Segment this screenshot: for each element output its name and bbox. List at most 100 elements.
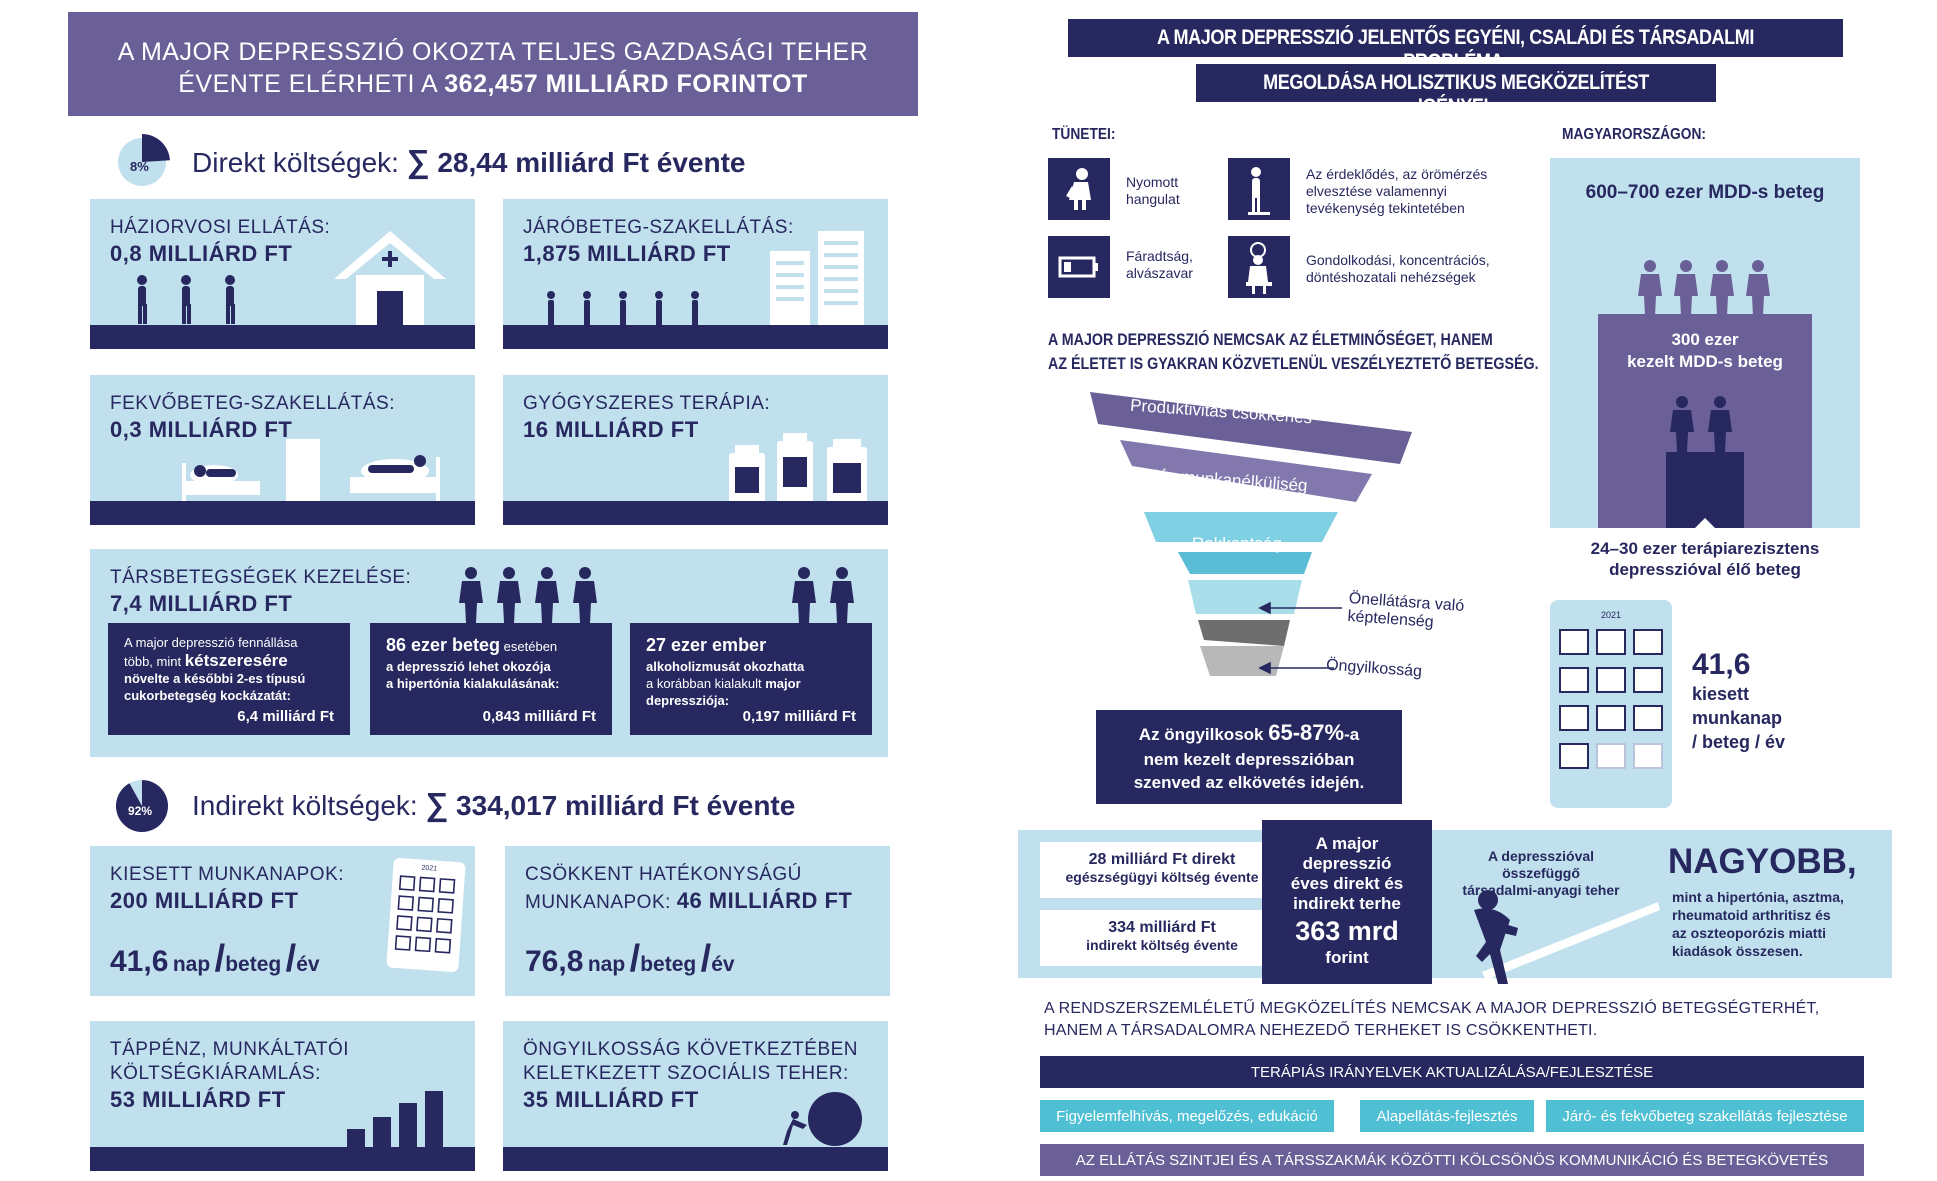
systemic-line2: HANEM A TÁRSADALOMRA NEHEZEDŐ TERHEKET I… xyxy=(1044,1022,1598,1039)
four-people-icon xyxy=(459,567,597,623)
low-battery-icon xyxy=(1048,236,1110,298)
card-title: FEKVŐBETEG-SZAKELLÁTÁS: xyxy=(110,393,395,414)
hospital-buildings-icon xyxy=(770,231,864,325)
symptom-line: Fáradtság, xyxy=(1126,248,1193,264)
comparison-line: rheumatoid arthritisz és xyxy=(1672,907,1831,923)
queue-people-icon xyxy=(547,291,699,326)
days-number: 76,8 xyxy=(525,945,584,978)
calendar-card: 2021 xyxy=(1550,600,1672,808)
funnel-layer xyxy=(1178,552,1312,574)
walking-people-icon xyxy=(137,275,235,324)
seesaw-person-icon xyxy=(1474,890,1660,984)
total-burden-box: A major depresszió éves direkt és indire… xyxy=(1262,820,1432,984)
box-amount: 0,843 milliárd Ft xyxy=(482,708,596,725)
systemic-line1: A RENDSZERSZEMLÉLETŰ MEGKÖZELÍTÉS NEMCSA… xyxy=(1044,1000,1820,1017)
inpatient-card: FEKVŐBETEG-SZAKELLÁTÁS: 0,3 MILLIÁRD FT xyxy=(90,375,475,525)
symptom-line: döntéshozatali nehézségek xyxy=(1306,269,1476,285)
box-text: növelte a későbbi 2-es típusú xyxy=(124,671,306,686)
symptom-text: Az érdeklődés, az örömérzés elvesztése v… xyxy=(1306,166,1487,217)
box-text-bold: kétszeresére xyxy=(184,651,288,670)
pill-bottles-icon xyxy=(729,433,867,505)
banner-total: 362,457 MILLIÁRD FORINTOT xyxy=(444,70,808,98)
pill-line: 334 milliárd Ft xyxy=(1108,919,1216,936)
indirect-pie-icon: 92% xyxy=(112,774,172,834)
outpatient-card: JÁRÓBETEG-SZAKELLÁTÁS: 1,875 MILLIÁRD FT xyxy=(503,199,888,349)
specialist-care-label: Járó- és fekvőbeteg szakellátás fejleszt… xyxy=(1562,1107,1848,1125)
header-line2: MEGOLDÁSA HOLISZTIKUS MEGKÖZELÍTÉST IGÉN… xyxy=(1263,71,1649,118)
hospital-beds-icon xyxy=(182,439,440,503)
box-amount: 6,4 milliárd Ft xyxy=(237,708,334,725)
box-text-bold: major xyxy=(765,676,801,691)
direct-total: 28,44 milliárd Ft évente xyxy=(437,147,746,178)
card-title: JÁRÓBETEG-SZAKELLÁTÁS: xyxy=(523,217,794,238)
funnel-layer xyxy=(1198,620,1290,646)
statement-line2: AZ ÉLETET IS GYAKRAN KÖZVETLENÜL VESZÉLY… xyxy=(1048,354,1539,373)
unit-patient: beteg xyxy=(225,953,282,976)
suicide-percent: 65-87% xyxy=(1268,720,1345,745)
symptom-line: Gondolkodási, koncentrációs, xyxy=(1306,252,1490,268)
pill-line: indirekt költség évente xyxy=(1086,937,1238,953)
symptom-line: hangulat xyxy=(1126,191,1180,207)
total-line: depresszió xyxy=(1302,854,1392,873)
banner-line2: ÉVENTE ELÉRHETI A 362,457 MILLIÁRD FORIN… xyxy=(68,70,918,99)
primary-care-bar: Alapellátás-fejlesztés xyxy=(1360,1100,1534,1132)
box-text: cukorbetegség kockázatát: xyxy=(124,688,291,703)
calendar-year: 2021 xyxy=(421,864,438,873)
person-pushing-boulder-icon xyxy=(783,1092,862,1146)
total-line: éves direkt és xyxy=(1290,874,1404,893)
bigger-word: NAGYOBB, xyxy=(1668,842,1857,881)
card-title-line2: KÖLTSÉGKIÁRAMLÁS: xyxy=(110,1063,321,1084)
two-people-icon xyxy=(792,567,854,623)
sad-person-icon xyxy=(1048,158,1110,220)
symptom-line: Nyomott xyxy=(1126,174,1179,190)
box-text: depressziója: xyxy=(646,693,730,708)
alcoholism-box: 27 ezer ember alkoholizmusát okozhatta a… xyxy=(630,623,872,735)
lost-days-number: 41,6 xyxy=(1692,648,1751,681)
symptom-line: tevékenység tekintetében xyxy=(1306,200,1465,216)
card-ground xyxy=(503,501,888,525)
symptom-text: Nyomott hangulat xyxy=(1126,174,1180,208)
lost-workdays-card: KIESETT MUNKANAPOK: 200 MILLIÁRD FT 41,6… xyxy=(90,846,475,996)
consequence-funnel xyxy=(1090,392,1412,676)
card-value: 200 MILLIÁRD FT xyxy=(110,888,299,913)
card-title: TÁPPÉNZ, MUNKÁLTATÓI xyxy=(110,1039,350,1060)
banner-line1: A MAJOR DEPRESSZIÓ OKOZTA TELJES GAZDASÁ… xyxy=(117,38,869,66)
awareness-bar: Figyelemfelhívás, megelőzés, edukáció xyxy=(1040,1100,1334,1132)
card-ground xyxy=(503,325,888,349)
drug-therapy-card: GYÓGYSZERES TERÁPIA: 16 MILLIÁRD FT xyxy=(503,375,888,525)
guidelines-bar: TERÁPIÁS IRÁNYELVEK AKTUALIZÁLÁSA/FEJLES… xyxy=(1040,1056,1864,1088)
suicide-line1: Az öngyilkosok 65-87%-a xyxy=(1096,720,1402,746)
suicide-text: -a xyxy=(1344,725,1360,744)
comparison-line: mint a hipertónia, asztma, xyxy=(1672,889,1844,905)
specialist-care-bar: Járó- és fekvőbeteg szakellátás fejleszt… xyxy=(1546,1100,1864,1132)
unit-day: nap xyxy=(587,953,626,976)
pointer-arrows xyxy=(1258,601,1342,675)
comparison-line: kiadások összesen. xyxy=(1672,943,1803,959)
box-text-part: a korábban kialakult xyxy=(646,676,766,691)
resistant-line1: 24–30 ezer terápiarezisztens xyxy=(1590,539,1820,558)
card-title-line2: KELETKEZETT SZOCIÁLIS TEHER: xyxy=(523,1063,849,1084)
resistant-patients-block xyxy=(1666,452,1744,528)
days-per-patient: 41,6 nap /beteg /év xyxy=(110,938,320,981)
card-value: 7,4 MILLIÁRD FT xyxy=(110,591,293,616)
treated-line2: kezelt MDD-s beteg xyxy=(1627,352,1783,371)
box-text-part: több, mint xyxy=(124,654,185,669)
unit-day: nap xyxy=(172,953,211,976)
social-line: A depresszióval összefüggő xyxy=(1487,848,1595,881)
suicide-line3: szenved az elkövetés idején. xyxy=(1133,773,1365,792)
four-people-icon xyxy=(1638,260,1770,316)
notch xyxy=(1693,518,1717,530)
direct-heading: Direkt költségek: ∑ 28,44 milliárd Ft év… xyxy=(192,143,745,180)
total-line: indirekt terhe xyxy=(1293,894,1401,913)
suicide-text: Az öngyilkosok xyxy=(1138,725,1269,744)
box-text: alkoholizmusát okozhatta xyxy=(646,659,805,674)
sick-pay-card: TÁPPÉNZ, MUNKÁLTATÓI KÖLTSÉGKIÁRAMLÁS: 5… xyxy=(90,1021,475,1171)
standing-person-icon xyxy=(1228,158,1290,220)
guidelines-label: TERÁPIÁS IRÁNYELVEK AKTUALIZÁLÁSA/FEJLES… xyxy=(1250,1063,1654,1081)
primary-care-label: Alapellátás-fejlesztés xyxy=(1376,1107,1518,1125)
lost-days-line: munkanap xyxy=(1692,708,1783,728)
box-text: a korábban kialakult major xyxy=(646,676,801,691)
comparison-line: az oszteoporózis miatti xyxy=(1672,925,1827,941)
unit-year: év xyxy=(711,953,735,976)
funnel-layer xyxy=(1120,440,1372,502)
